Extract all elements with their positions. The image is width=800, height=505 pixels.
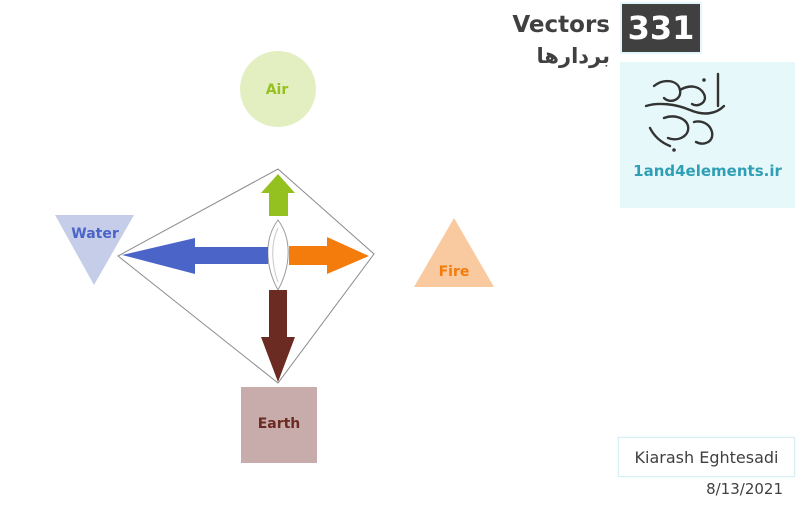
fire-arrow xyxy=(289,237,369,274)
water-triangle xyxy=(55,215,134,285)
title-english: Vectors xyxy=(512,12,610,38)
website-url: 1and4elements.ir xyxy=(633,162,782,180)
calligraphy-logo-icon xyxy=(644,72,726,152)
vector-diamond xyxy=(117,168,375,384)
center-lens xyxy=(267,219,289,292)
episode-number: 331 xyxy=(622,4,700,52)
fire-triangle xyxy=(414,218,494,287)
air-circle xyxy=(240,51,316,127)
center-lens-inner xyxy=(272,227,279,283)
water-label: Water xyxy=(71,226,119,242)
logo-panel: 1and4elements.ir xyxy=(620,62,795,208)
title-persian: بردارها xyxy=(536,44,610,68)
publish-date: 8/13/2021 xyxy=(706,480,783,498)
earth-square xyxy=(241,387,317,463)
fire-label: Fire xyxy=(439,264,470,280)
earth-label: Earth xyxy=(258,416,301,432)
author-name: Kiarash Eghtesadi xyxy=(619,438,794,476)
water-arrow xyxy=(122,238,268,274)
air-label: Air xyxy=(266,82,289,98)
earth-arrow xyxy=(261,290,295,382)
air-arrow xyxy=(261,174,295,216)
